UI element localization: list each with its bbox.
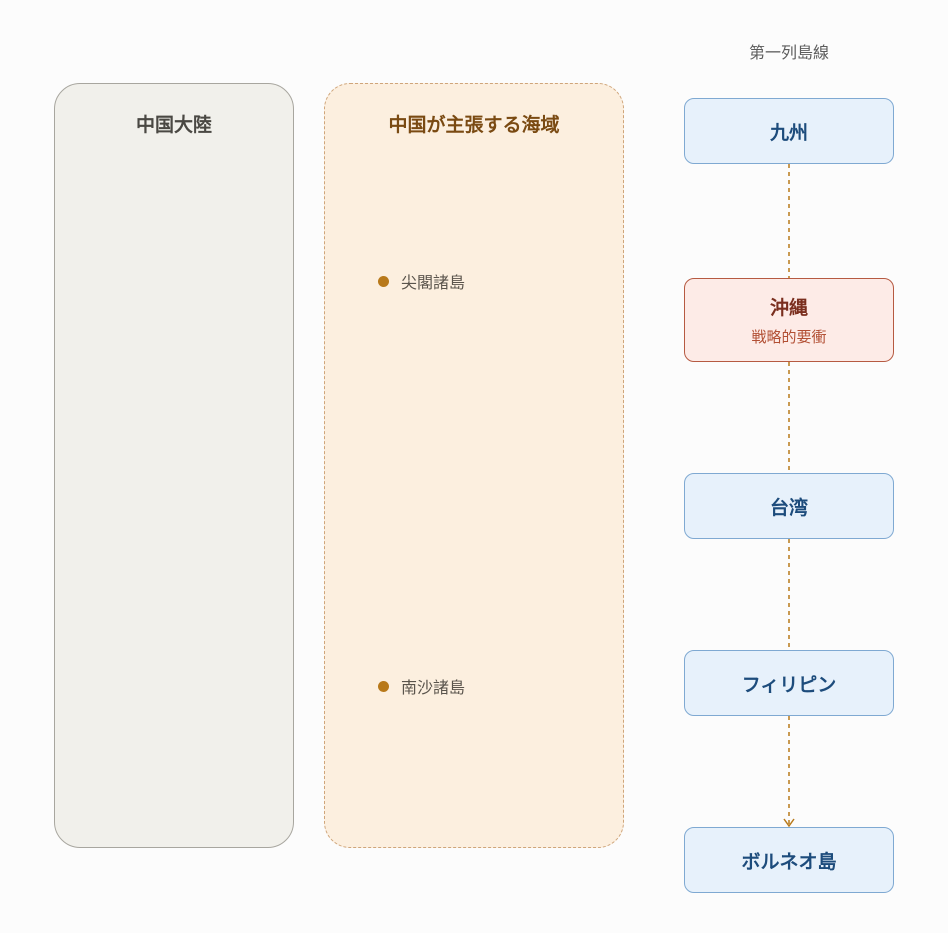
island-marker-spratly: 南沙諸島	[378, 674, 465, 698]
node-sublabel: 戦略的要衝	[751, 328, 827, 346]
chain-node-taiwan: 台湾	[684, 473, 894, 539]
island-label-senkaku: 尖閣諸島	[401, 273, 466, 292]
mainland-title: 中国大陸	[135, 114, 212, 136]
node-label: 台湾	[769, 496, 808, 519]
node-label: 九州	[769, 121, 808, 144]
node-label: 沖縄	[769, 297, 808, 319]
chain-node-okinawa: 沖縄 戦略的要衝	[684, 278, 894, 362]
claimed-sea-title: 中国が主張する海域	[388, 114, 560, 136]
chain-node-philippines: フィリピン	[684, 650, 894, 716]
island-label-spratly: 南沙諸島	[401, 678, 466, 697]
node-label: フィリピン	[741, 673, 837, 696]
node-label: ボルネオ島	[741, 850, 837, 873]
claimed-sea-region: 中国が主張する海域 尖閣諸島 南沙諸島	[324, 83, 624, 848]
island-marker-senkaku: 尖閣諸島	[378, 269, 465, 293]
mainland-region: 中国大陸	[54, 83, 294, 848]
chain-node-borneo: ボルネオ島	[684, 827, 894, 893]
island-dot	[378, 275, 389, 287]
island-dot	[378, 680, 389, 692]
chain-node-kyushu: 九州	[684, 98, 894, 164]
arrow-head-icon	[783, 818, 795, 828]
island-chain-title: 第一列島線	[748, 43, 829, 62]
